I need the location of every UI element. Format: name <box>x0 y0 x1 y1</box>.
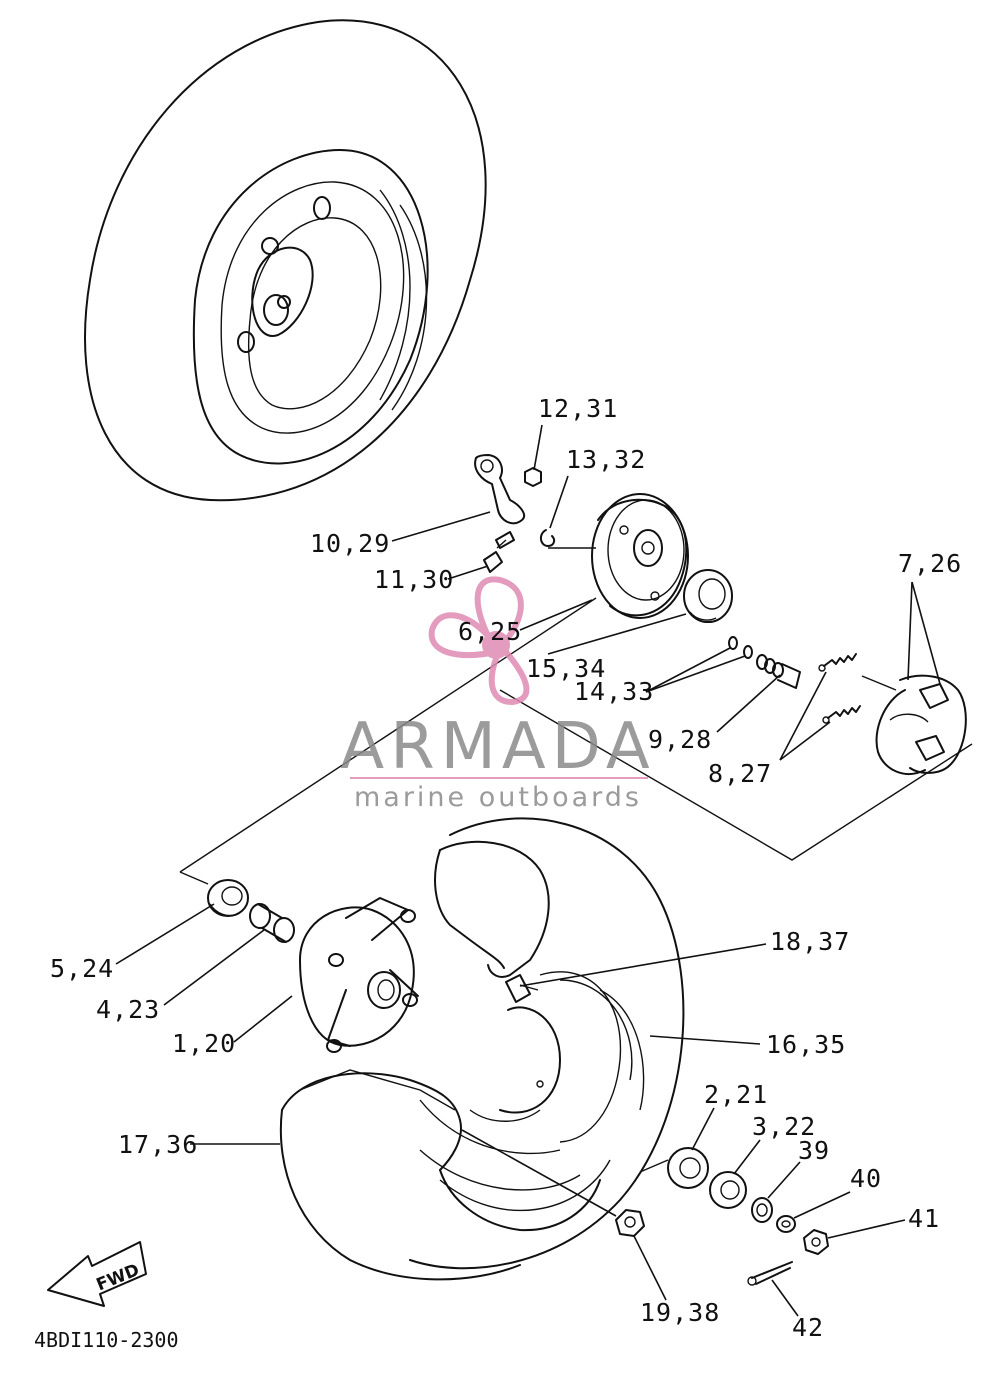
leader-18-37 <box>519 943 767 987</box>
callout-42: 42 <box>792 1313 824 1342</box>
leader-10-29 <box>391 511 491 542</box>
callout-6-25: 6,25 <box>458 617 522 646</box>
leader-8-27a <box>779 671 827 761</box>
callout-19-38: 19,38 <box>640 1298 720 1327</box>
circlip <box>540 529 556 547</box>
leader-14-33a <box>645 647 731 693</box>
callout-12-31: 12,31 <box>538 394 618 423</box>
brake-camshaft <box>756 654 801 689</box>
valve <box>505 974 539 1003</box>
assembly-line-left-tick <box>179 871 209 885</box>
callout-7-26: 7,26 <box>898 549 962 578</box>
fwd-label: FWD <box>94 1260 143 1295</box>
leader-5-24 <box>115 903 215 965</box>
callout-14-33: 14,33 <box>574 677 654 706</box>
leader-14-33b <box>645 655 746 693</box>
leader-7-26a <box>907 581 913 681</box>
leader-40 <box>793 1191 851 1219</box>
assembly-line-spring <box>861 675 897 691</box>
watermark-tagline: marine outboards <box>354 782 642 813</box>
bearing-left <box>207 879 249 917</box>
leader-19-38 <box>633 1235 667 1301</box>
fwd-arrow-icon: FWD <box>47 1241 147 1307</box>
washer-40 <box>776 1215 796 1233</box>
leader-15-34 <box>547 613 687 655</box>
axis-line-nut <box>461 1129 617 1217</box>
callout-2-21: 2,21 <box>704 1080 768 1109</box>
brake-shoes <box>875 674 967 775</box>
callout-8-27: 8,27 <box>708 759 772 788</box>
assembled-wheel <box>84 19 487 502</box>
callout-13-32: 13,32 <box>566 445 646 474</box>
leader-2-21 <box>691 1107 715 1151</box>
watermark-brand: ARMADA <box>340 710 655 784</box>
callout-40: 40 <box>850 1164 882 1193</box>
cotter-pin-42 <box>747 1261 793 1286</box>
leader-39 <box>767 1161 801 1199</box>
callout-4-23: 4,23 <box>96 995 160 1024</box>
brake-cam-lever <box>474 454 526 525</box>
axis-line-bearing <box>639 1159 669 1173</box>
o-rings <box>728 636 753 659</box>
armada-watermark: ARMADA marine outboards <box>340 576 655 813</box>
leader-4-23 <box>163 929 265 1006</box>
wheel-rim-inner <box>279 1069 601 1281</box>
leader-11-30 <box>447 565 489 580</box>
wheel-rim-outer <box>434 840 561 1122</box>
wheel-bearing <box>667 1147 709 1189</box>
callout-16-35: 16,35 <box>766 1030 846 1059</box>
leader-3-22 <box>733 1139 761 1175</box>
oil-seal <box>683 569 733 623</box>
lever-bolt <box>483 531 515 573</box>
assembly-line-right <box>499 689 973 861</box>
leader-6-25 <box>519 599 593 631</box>
assembly-line-left <box>179 597 597 873</box>
collar <box>249 903 295 943</box>
wheel-nut-19-38 <box>615 1209 645 1237</box>
callout-15-34: 15,34 <box>526 654 606 683</box>
leader-9-28 <box>716 674 781 733</box>
nut-41 <box>803 1229 829 1255</box>
callout-17-36: 17,36 <box>118 1130 198 1159</box>
leader-16-35 <box>649 1035 761 1045</box>
callout-18-37: 18,37 <box>770 927 850 956</box>
hub <box>299 897 419 1053</box>
propeller-logo-icon <box>428 576 530 706</box>
leader-7-26b <box>911 581 941 685</box>
callout-11-30: 11,30 <box>374 565 454 594</box>
callout-3-22: 3,22 <box>752 1112 816 1141</box>
callout-5-24: 5,24 <box>50 954 114 983</box>
leader-13-32 <box>549 475 569 529</box>
spacer-39 <box>751 1197 773 1223</box>
callout-10-29: 10,29 <box>310 529 390 558</box>
callout-1-20: 1,20 <box>172 1029 236 1058</box>
lever-nut <box>524 467 542 487</box>
diagram-code: 4BDI110-2300 <box>34 1328 179 1352</box>
leader-41 <box>827 1219 906 1239</box>
leader-12-31 <box>533 424 543 471</box>
brake-plate <box>591 493 689 619</box>
callout-9-28: 9,28 <box>648 725 712 754</box>
leader-8-27b <box>779 721 831 761</box>
leader-42 <box>771 1279 799 1317</box>
springs <box>818 653 861 724</box>
callout-41: 41 <box>908 1204 940 1233</box>
leader-1-20 <box>233 995 293 1043</box>
oil-seal-lower <box>709 1171 747 1209</box>
tire <box>409 817 685 1270</box>
callout-39: 39 <box>798 1136 830 1165</box>
